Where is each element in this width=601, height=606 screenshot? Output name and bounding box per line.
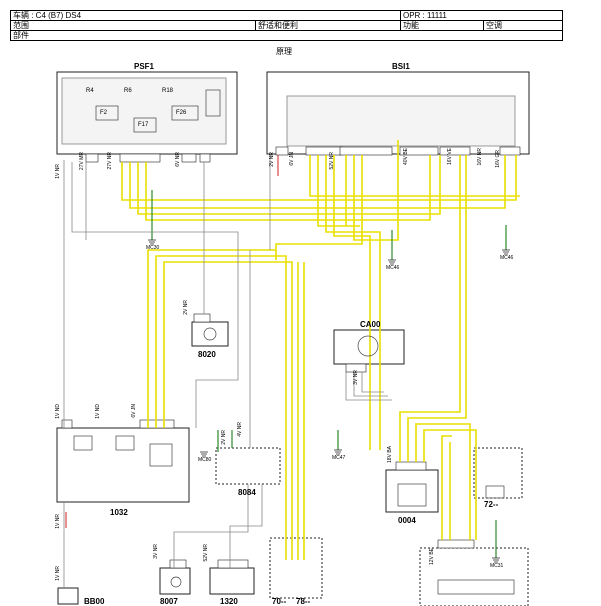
m70-box <box>269 537 323 599</box>
psf1-inner <box>61 77 227 145</box>
m1320-label: 1320 <box>220 597 238 606</box>
header-table: 车辆 : C4 (B7) DS4 OPR : 11111 范围 舒适和便利 功能… <box>10 10 563 41</box>
fuse-r10: R18 <box>162 88 174 94</box>
wire-psf1-a: 1V NR <box>55 164 61 179</box>
m72-box <box>473 447 523 499</box>
wire-bsi-e: 16V VE <box>447 148 453 165</box>
wire-m8020: 2V NR <box>183 300 189 315</box>
m0004-label: 0004 <box>398 516 416 525</box>
wire-bb00: 1V NR <box>55 566 61 581</box>
wire-bsi-g: 16V GR <box>495 150 501 168</box>
part-label: 部件 <box>10 30 563 41</box>
bb00-box <box>57 587 79 605</box>
m8084-box <box>215 447 281 485</box>
fuse-f10: F26 <box>176 110 187 116</box>
m70-label: 70-- <box>272 597 287 606</box>
ca00-label: CA00 <box>360 320 381 329</box>
wire-m0004: 18V BA <box>387 446 393 463</box>
m72-label: 72-- <box>484 500 499 509</box>
wire-m8007: 3V NR <box>153 544 159 559</box>
wire-m1320: 52V NR <box>203 544 209 562</box>
m1032-label: 1032 <box>110 508 128 517</box>
psf1-label: PSF1 <box>134 62 155 71</box>
m8007-box <box>159 567 191 595</box>
wire-m1032-c: 6V JN <box>131 404 137 418</box>
ground-mc46b: MC46 <box>500 255 514 261</box>
wire-1032-down: 1V NR <box>55 514 61 529</box>
wire-psf1-c: 27V NR <box>107 152 113 170</box>
wire-m8084: 4V NR <box>237 422 243 437</box>
ground-mc80: MC80 <box>198 457 212 463</box>
fuse-r6: R6 <box>124 88 132 94</box>
ground-mc31: MC31 <box>490 563 504 569</box>
m8020-label: 8020 <box>198 350 216 359</box>
wire-psf1-b: 27V MR <box>79 152 85 171</box>
ground-mc46: MC46 <box>386 265 400 271</box>
m1032-box <box>56 427 190 503</box>
fuse-f4: F2 <box>100 110 108 116</box>
wire-psf1-d: 6V NR <box>175 152 181 167</box>
wire-m72: 12V BE <box>429 548 435 565</box>
bb00-label: BB00 <box>84 597 105 606</box>
m8007-label: 8007 <box>160 597 178 606</box>
wire-bsi-b: 6V JN <box>289 152 295 166</box>
diagram-subtitle: 原理 <box>276 47 292 56</box>
wire-bsi-c: 52V NR <box>329 152 335 170</box>
wire-m1032-b: 1V ND <box>95 404 101 419</box>
fuse-r4: R4 <box>86 88 94 94</box>
m-right-box <box>419 547 529 606</box>
ca00-box <box>333 329 405 365</box>
wire-m8084-x: 2V NR <box>221 430 227 445</box>
bsi1-label: BSI1 <box>392 62 410 71</box>
m8084-label: 8084 <box>238 488 256 497</box>
wire-bsi-d: 40V BE <box>403 148 409 165</box>
bsi1-inner <box>286 95 516 147</box>
m8020-box <box>191 321 229 347</box>
ground-mc47: MC47 <box>332 455 346 461</box>
wire-bsi-a: 2V NR <box>269 152 275 167</box>
m78-label: 78-- <box>296 597 311 606</box>
m1320-box <box>209 567 255 595</box>
fuse-f6: F17 <box>138 122 149 128</box>
wire-ca00: 3V NR <box>353 370 359 385</box>
wire-m1032-a: 1V ND <box>55 404 61 419</box>
ground-mc30: MC30 <box>146 245 160 251</box>
wire-bsi-f: 16V NR <box>477 148 483 166</box>
